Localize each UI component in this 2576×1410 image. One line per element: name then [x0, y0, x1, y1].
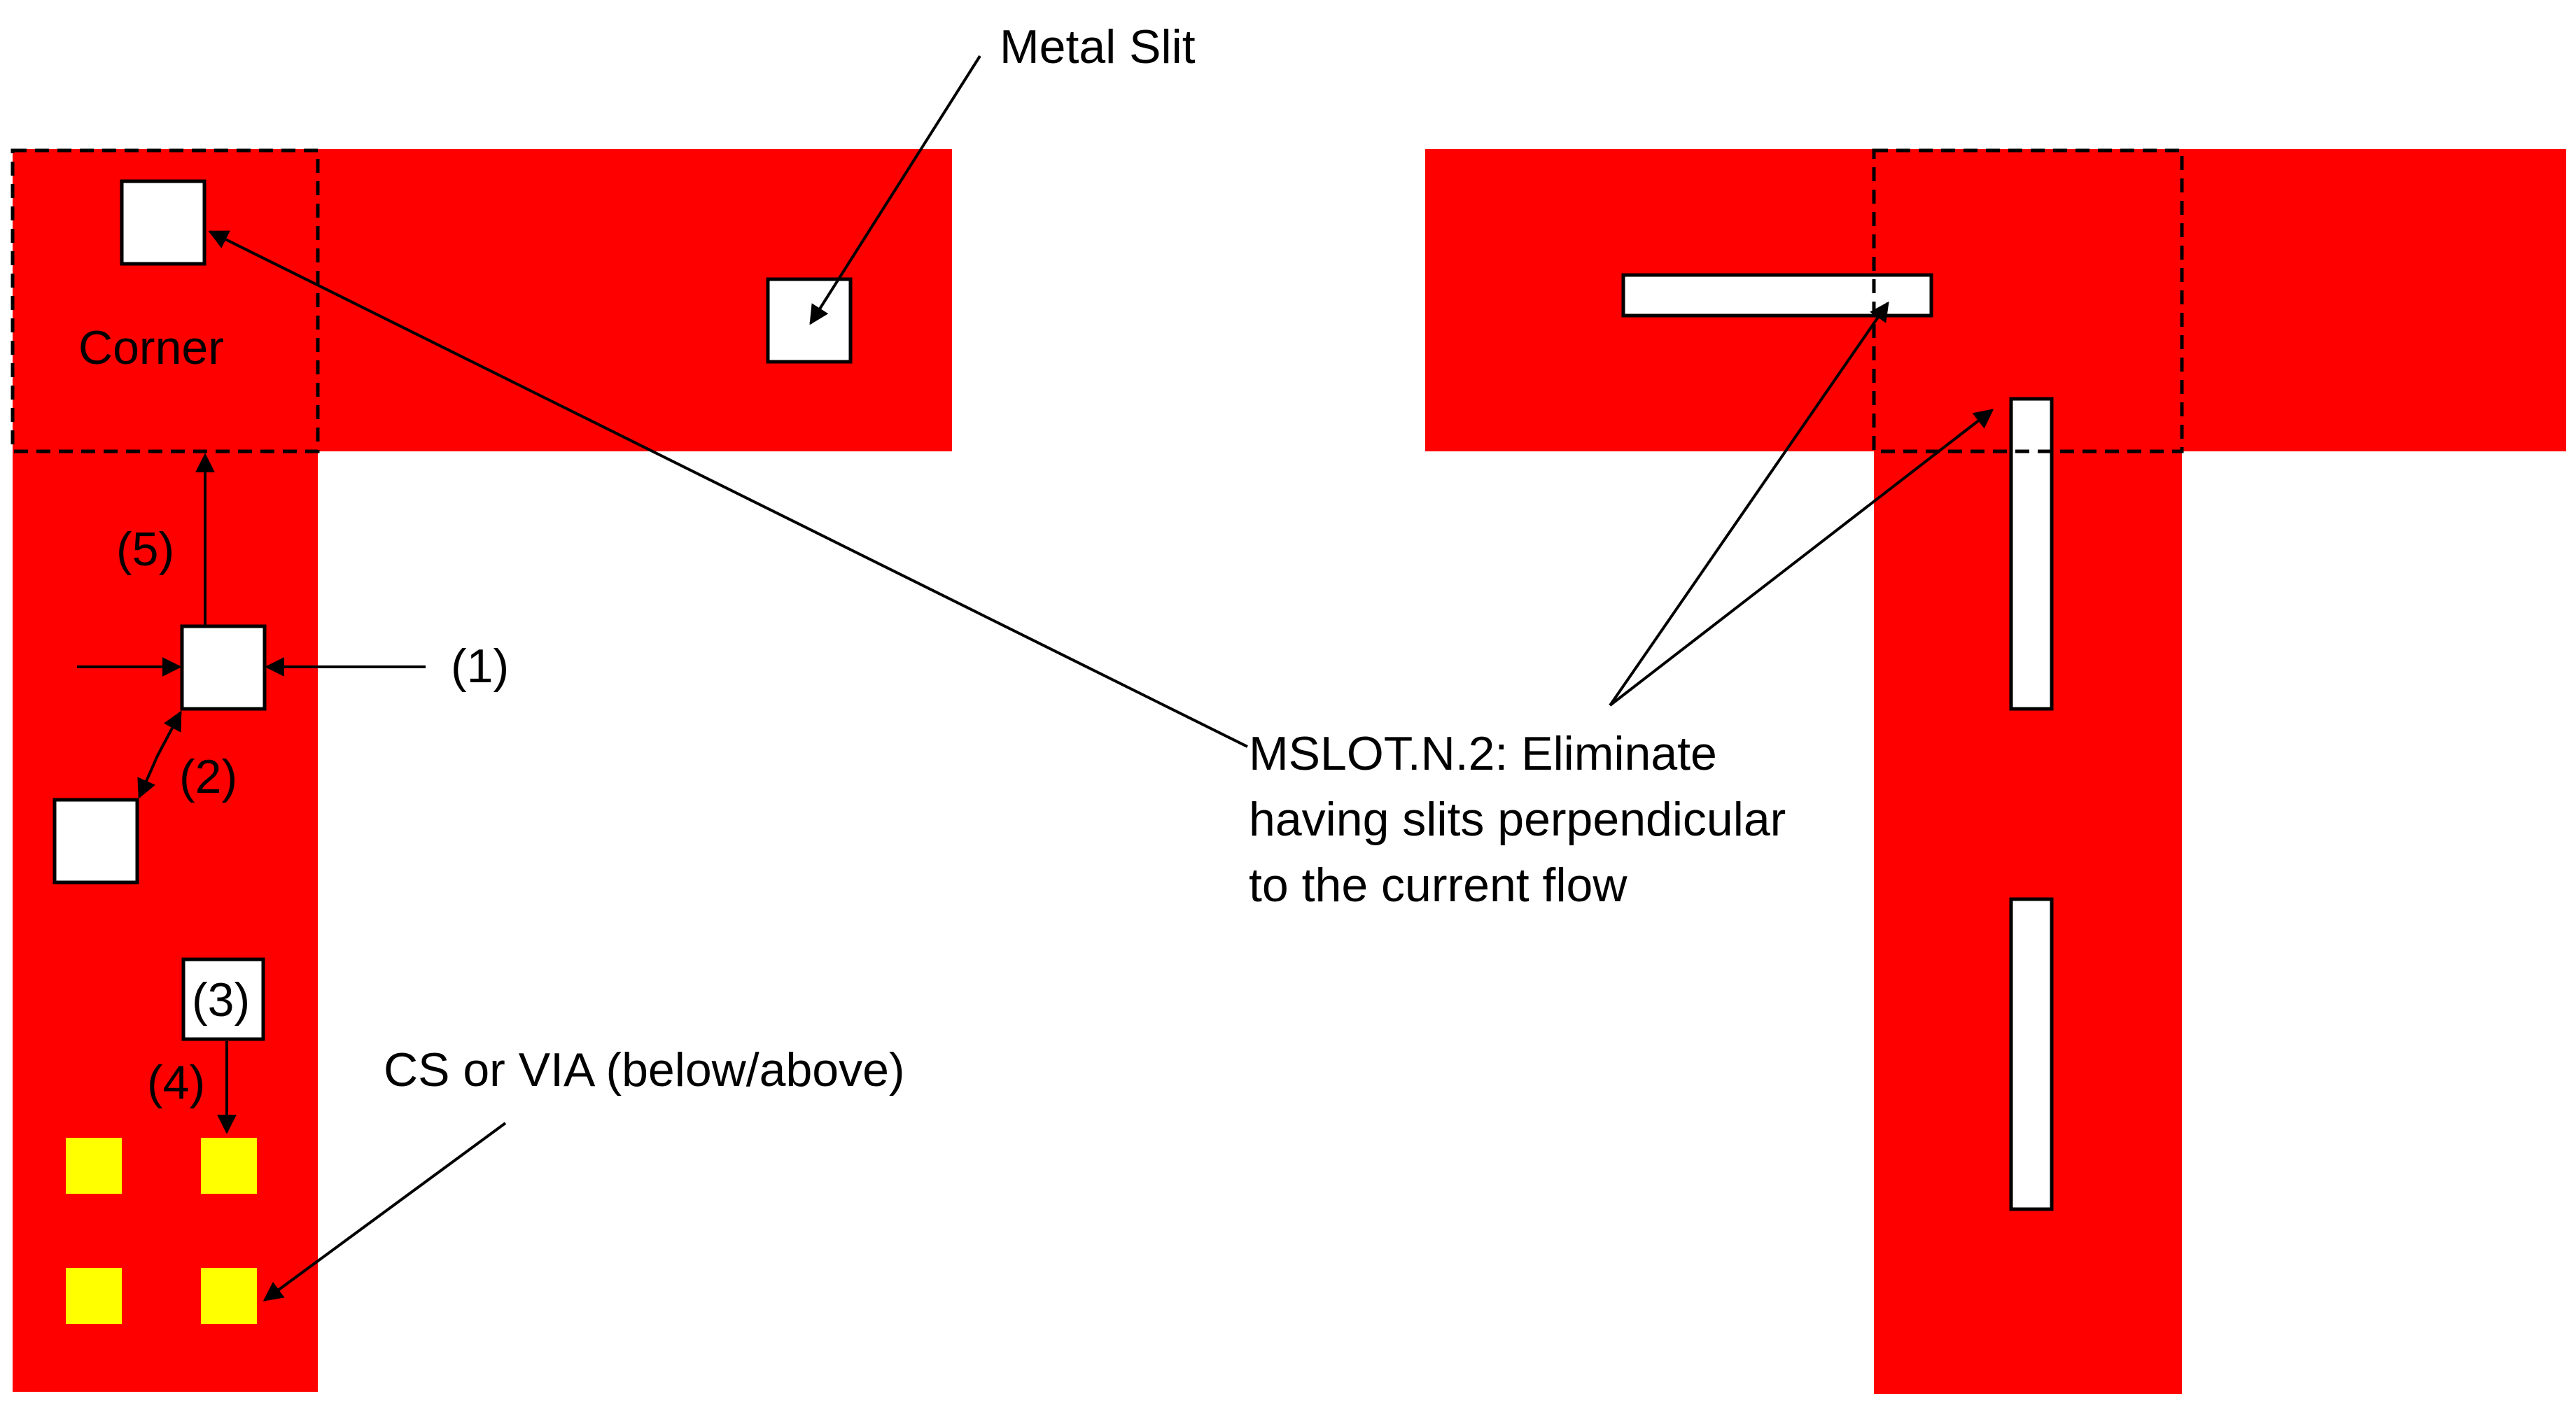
- rule-text-line-1: MSLOT.N.2: Eliminate: [1249, 727, 1717, 780]
- label-5: (5): [116, 523, 174, 576]
- metal-slit-callout-arrow: [809, 55, 981, 325]
- label-2: (2): [179, 750, 237, 803]
- rule-text-line-2: having slits perpendicular: [1249, 793, 1786, 846]
- label-3: (3): [192, 973, 250, 1027]
- rule-text-line-3: to the current flow: [1249, 859, 1628, 912]
- callout-arrows-left: [208, 55, 1248, 1302]
- via-square: [201, 1138, 257, 1194]
- via-square: [66, 1268, 122, 1324]
- right-slit-vertical-upper: [2009, 397, 2054, 711]
- corner-label: Corner: [78, 321, 224, 374]
- metal-slit-square: [766, 277, 853, 364]
- rule-to-horizontal-slit-arrow: [1609, 301, 1889, 707]
- corner-region-dashed: [10, 148, 320, 453]
- slit-2: [52, 798, 139, 884]
- arrow-2-diagonal-a: [156, 710, 182, 756]
- arrow-2-diagonal-b: [137, 755, 159, 799]
- left-metal-vertical-bar: [13, 149, 318, 1392]
- via-square: [66, 1138, 122, 1194]
- cs-via-callout-arrow: [262, 1122, 507, 1302]
- callout-arrows-right: [1609, 301, 1994, 707]
- via-square: [201, 1268, 257, 1324]
- slit-1: [180, 624, 267, 711]
- slit-3: [181, 957, 265, 1041]
- metal-slit-label: Metal Slit: [1000, 20, 1196, 73]
- spacing-arrows: [77, 453, 426, 1134]
- via-array: [66, 1138, 257, 1324]
- cs-via-label: CS or VIA (below/above): [384, 1043, 905, 1097]
- right-slit-vertical-lower: [2009, 897, 2054, 1211]
- corner-slit: [120, 179, 206, 266]
- label-1: (1): [451, 640, 509, 693]
- rule-to-vertical-slit-arrow: [1609, 409, 1994, 707]
- t-junction-dashed: [1872, 148, 2184, 453]
- rule-to-corner-slit-arrow: [208, 230, 1248, 748]
- label-4: (4): [147, 1056, 205, 1109]
